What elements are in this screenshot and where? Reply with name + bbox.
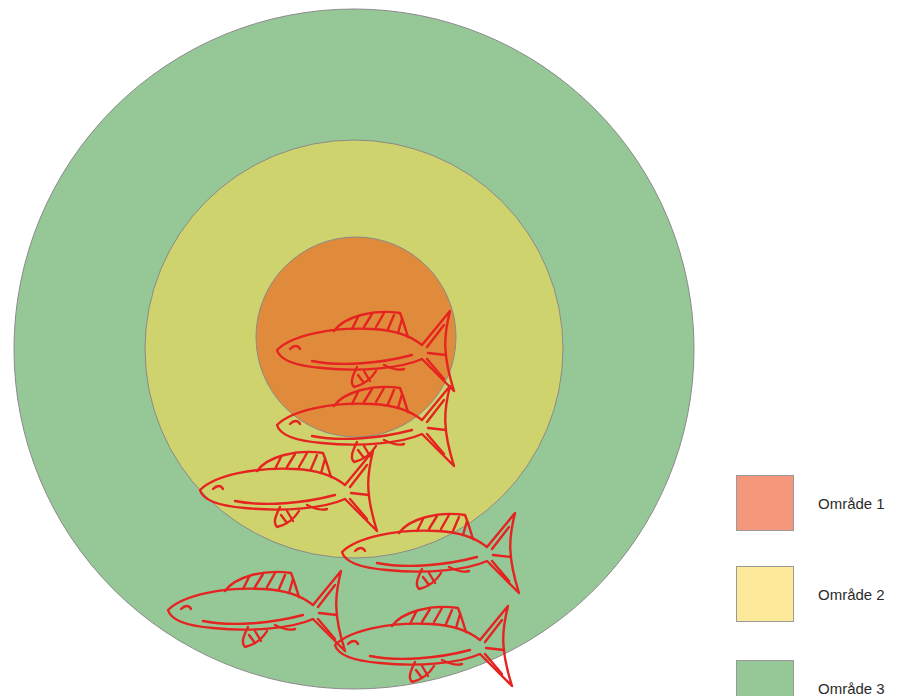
legend-row: Område 2: [736, 566, 885, 622]
legend-label: Område 1: [818, 495, 885, 512]
legend-swatch: [736, 566, 794, 622]
legend-swatch: [736, 660, 794, 696]
legend-row: Område 3: [736, 660, 885, 696]
legend-label: Område 3: [818, 680, 885, 696]
legend-label: Område 2: [818, 586, 885, 603]
legend-row: Område 1: [736, 475, 885, 531]
legend-swatch: [736, 475, 794, 531]
